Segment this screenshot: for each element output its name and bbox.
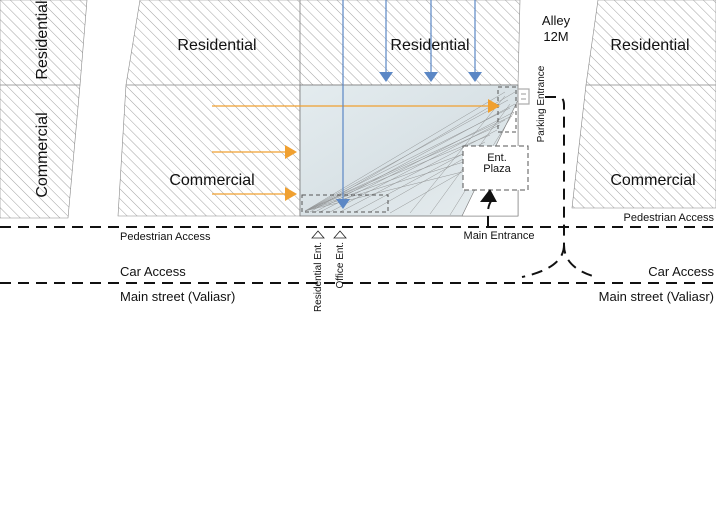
main-street-label-left: Main street (Valiasr)	[120, 289, 235, 304]
residential-label-center: Residential	[390, 37, 469, 54]
block-commercial-far-left	[0, 84, 81, 219]
office-entrance-marker	[333, 230, 347, 239]
office-entrance-label: Office Ent.	[335, 242, 346, 289]
entrance-markers	[311, 230, 347, 239]
main-entrance-arrowhead	[480, 189, 497, 202]
site-parcel	[299, 84, 529, 217]
commercial-label-right: Commercial	[610, 172, 695, 189]
block-commercial-right	[571, 84, 716, 209]
entrance-plaza-box	[462, 145, 529, 191]
commercial-label-vertical: Commercial	[34, 112, 51, 197]
parking-corner-zone	[497, 86, 517, 133]
ent-plaza-label-2: Plaza	[483, 163, 511, 175]
car-access-label-left: Car Access	[120, 264, 186, 279]
residential-label-left: Residential	[177, 37, 256, 54]
blue-arrow-head-long	[336, 199, 350, 209]
parking-entrance-path	[521, 96, 597, 278]
orange-arrow-head-2	[285, 145, 297, 159]
alley-width-label: 12M	[543, 29, 568, 44]
text-labels: Residential Residential Residential Resi…	[34, 0, 714, 312]
commercial-label-left: Commercial	[169, 172, 254, 189]
pedestrian-access-label-right: Pedestrian Access	[624, 212, 715, 224]
access-lines	[0, 96, 716, 284]
residential-entrance-marker	[311, 230, 325, 239]
hatched-blocks	[0, 0, 716, 219]
orange-arrow-head-1	[488, 99, 500, 113]
car-access-label-right: Car Access	[648, 264, 714, 279]
block-commercial-left	[117, 84, 301, 217]
blue-arrow-head-2	[424, 72, 438, 82]
residential-entrance-zone	[301, 194, 389, 213]
ent-plaza-label-1: Ent.	[487, 152, 507, 164]
parking-icon	[517, 88, 530, 105]
alley-label: Alley	[542, 13, 571, 28]
blue-arrow-head-1	[379, 72, 393, 82]
main-street-label-right: Main street (Valiasr)	[599, 289, 714, 304]
residential-label-vertical: Residential	[34, 0, 51, 79]
residential-entrance-label: Residential Ent.	[313, 242, 324, 312]
blue-arrow-head-3	[468, 72, 482, 82]
main-entrance-label: Main Entrance	[464, 230, 535, 242]
main-entrance-path	[487, 195, 497, 227]
block-residential-right	[585, 0, 716, 86]
pedestrian-access-label-left: Pedestrian Access	[120, 231, 211, 243]
parking-entrance-label: Parking Entrance	[536, 65, 547, 142]
view-lines	[304, 91, 516, 216]
blue-flow-arrows	[336, 0, 482, 209]
residential-label-right: Residential	[610, 37, 689, 54]
orange-flow-arrows	[212, 99, 500, 201]
orange-arrow-head-3	[285, 187, 297, 201]
